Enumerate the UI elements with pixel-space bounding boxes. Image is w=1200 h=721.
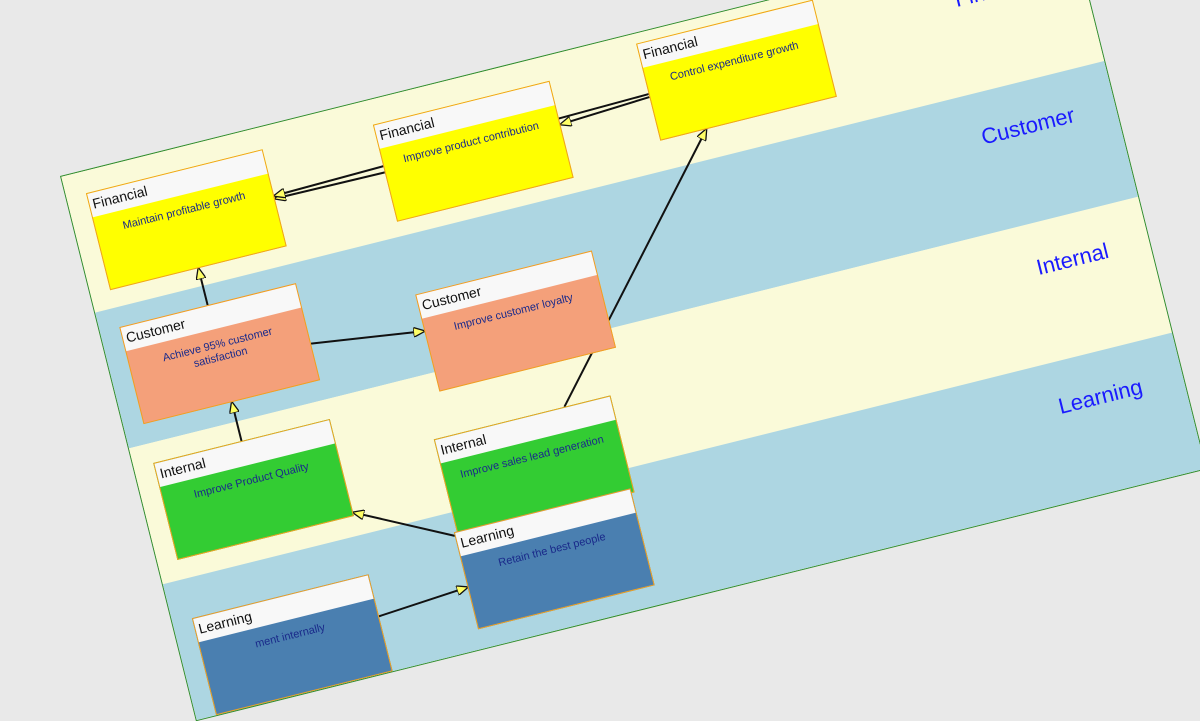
- band-label-learning: Learning: [1055, 373, 1145, 419]
- band-label-customer: Customer: [978, 102, 1078, 150]
- band-label-financial: Financial: [952, 0, 1044, 13]
- strategy-map-canvas: Financial Customer Internal Learning Fin…: [60, 0, 1200, 721]
- band-label-internal: Internal: [1033, 238, 1112, 281]
